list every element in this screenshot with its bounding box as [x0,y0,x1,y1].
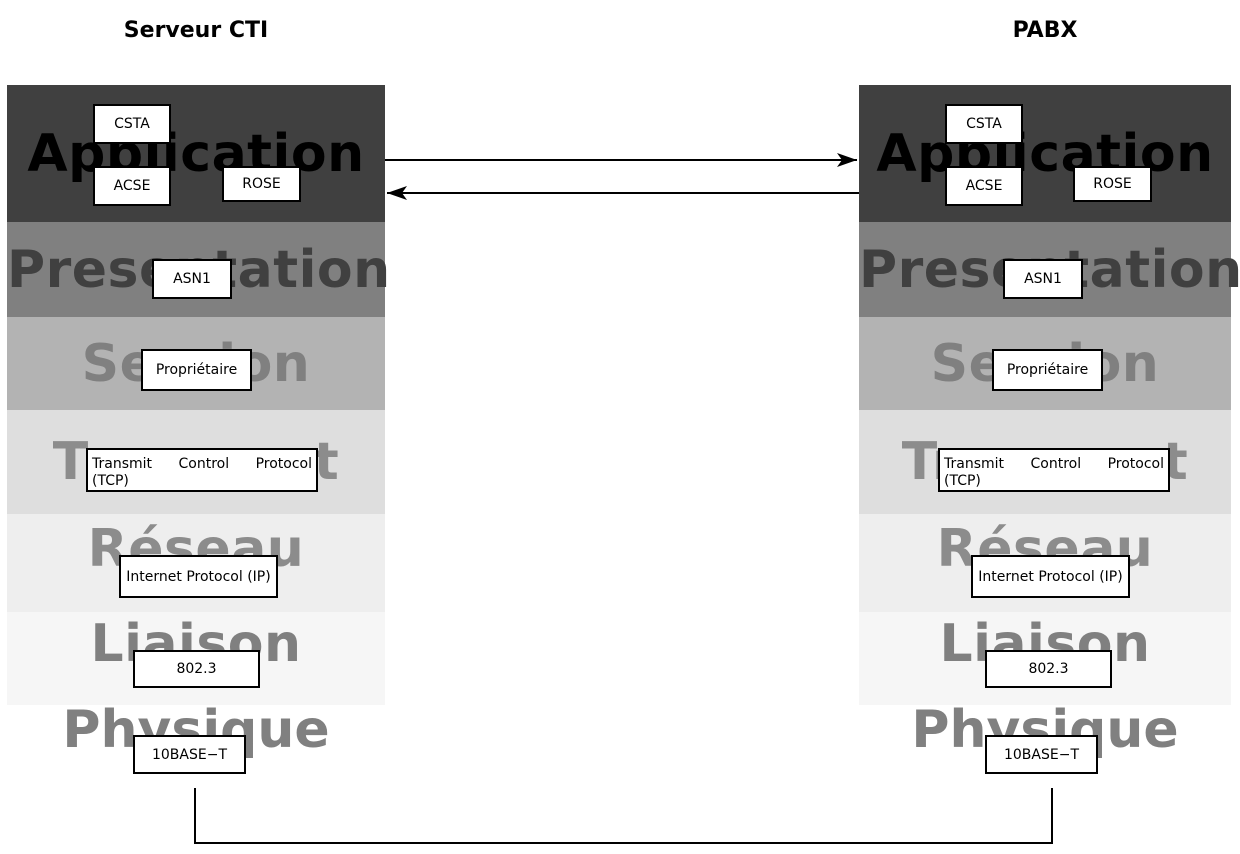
pabx-osi-stack: Application Presentation Session Transpo… [859,85,1240,705]
tenbase-t-box: 10BASE−T [985,735,1098,774]
proprietaire-box: Propriétaire [992,349,1103,391]
physical-link-line [194,788,1053,844]
tcp-box-line2: (TCP) [944,473,981,489]
rose-box: ROSE [222,166,301,202]
ethernet-802-3-box: 802.3 [985,650,1112,688]
ip-box: Internet Protocol (IP) [971,555,1130,598]
application-layer-label: Application [27,123,365,184]
acse-box: ACSE [93,166,171,206]
tcp-box-line1: Transmit Control Protocol [944,456,1164,472]
ip-box: Internet Protocol (IP) [119,555,278,598]
asn1-box: ASN1 [1003,259,1083,299]
tenbase-t-box: 10BASE−T [133,735,246,774]
application-layer-label: Application [876,123,1214,184]
tcp-box: Transmit Control Protocol (TCP) [86,448,318,492]
csta-box: CSTA [93,104,171,144]
acse-box: ACSE [945,166,1023,206]
application-layer: Application [7,85,385,222]
tcp-box: Transmit Control Protocol (TCP) [938,448,1170,492]
tcp-box-line2: (TCP) [92,473,129,489]
csta-box: CSTA [945,104,1023,144]
server-cti-title: Serveur CTI [123,18,269,43]
ethernet-802-3-box: 802.3 [133,650,260,688]
session-layer: Session [7,317,385,410]
asn1-box: ASN1 [152,259,232,299]
pabx-title: PABX [1012,18,1078,43]
rose-box: ROSE [1073,166,1152,202]
tcp-box-line1: Transmit Control Protocol [92,456,312,472]
application-layer: Application [859,85,1231,222]
proprietaire-box: Propriétaire [141,349,252,391]
server-cti-osi-stack: Application Presentation Session Transpo… [7,85,390,705]
